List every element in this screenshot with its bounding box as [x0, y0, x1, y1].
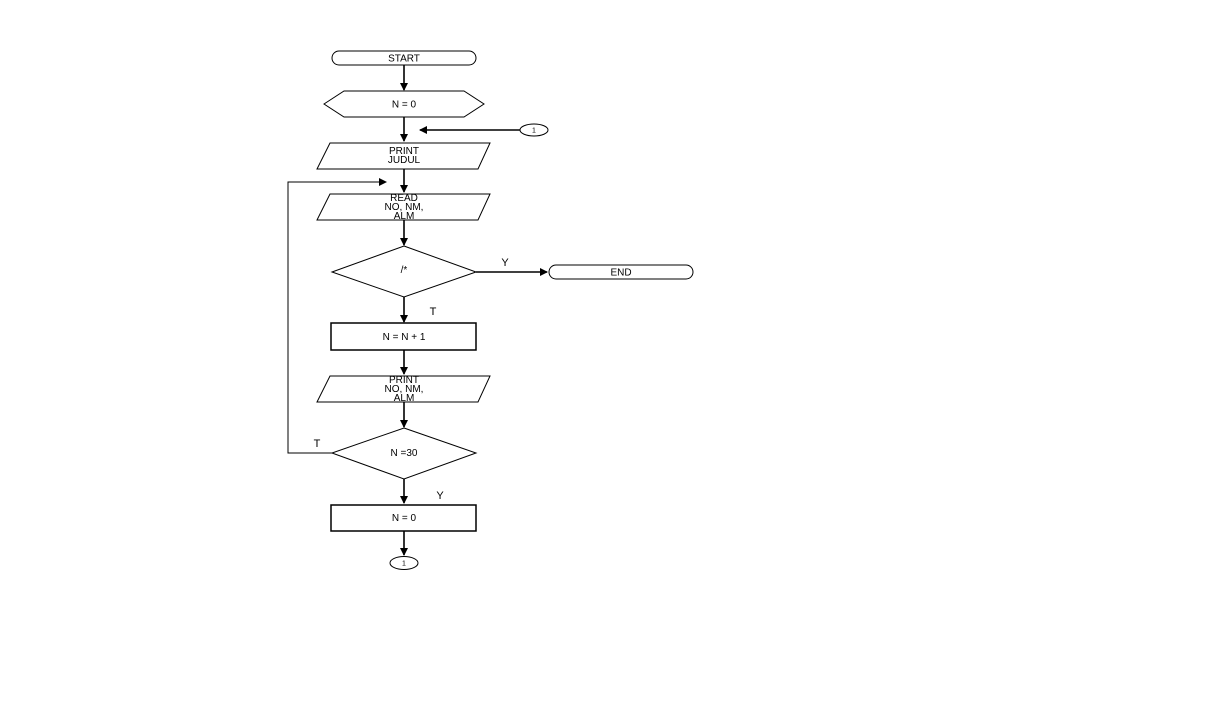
end-label: END: [610, 268, 631, 279]
start-label: START: [388, 54, 420, 65]
connector-top: 1: [519, 123, 549, 137]
print-record-line-1: PRINT: [389, 375, 419, 386]
count-decision: N =30: [330, 427, 478, 480]
connector-bottom-label: 1: [402, 561, 406, 568]
read-line-3: ALM: [394, 211, 415, 222]
count-no-label: T: [314, 438, 321, 450]
init-label: N = 0: [392, 100, 417, 111]
init-preparation: N = 0: [323, 90, 485, 118]
read-io: READ NO, NM, ALM: [316, 193, 491, 222]
print-title-io: PRINT JUDUL: [316, 142, 491, 170]
count-yes-label: Y: [436, 490, 444, 502]
print-record-line-2: NO, NM,: [385, 384, 424, 395]
start-terminator: START: [331, 50, 477, 66]
read-line-2: NO, NM,: [385, 202, 424, 213]
eof-yes-label: Y: [501, 257, 509, 269]
print-record-io: PRINT NO, NM, ALM: [316, 375, 491, 404]
connector-top-label: 1: [532, 128, 536, 135]
connector-bottom: 1: [389, 556, 419, 570]
count-label: N =30: [391, 448, 418, 459]
loop-back-line: [287, 178, 387, 454]
increment-process: N = N + 1: [330, 322, 477, 351]
increment-label: N = N + 1: [383, 332, 426, 343]
reset-process: N = 0: [330, 504, 477, 532]
reset-label: N = 0: [392, 513, 417, 524]
end-terminator: END: [548, 264, 694, 280]
eof-decision: /*: [330, 245, 478, 298]
print-record-line-3: ALM: [394, 393, 415, 404]
read-line-1: READ: [390, 193, 418, 204]
eof-no-label: T: [430, 306, 437, 318]
print-title-line-2: JUDUL: [388, 155, 421, 166]
eof-label: /*: [401, 265, 408, 276]
print-title-line-1: PRINT: [389, 146, 419, 157]
